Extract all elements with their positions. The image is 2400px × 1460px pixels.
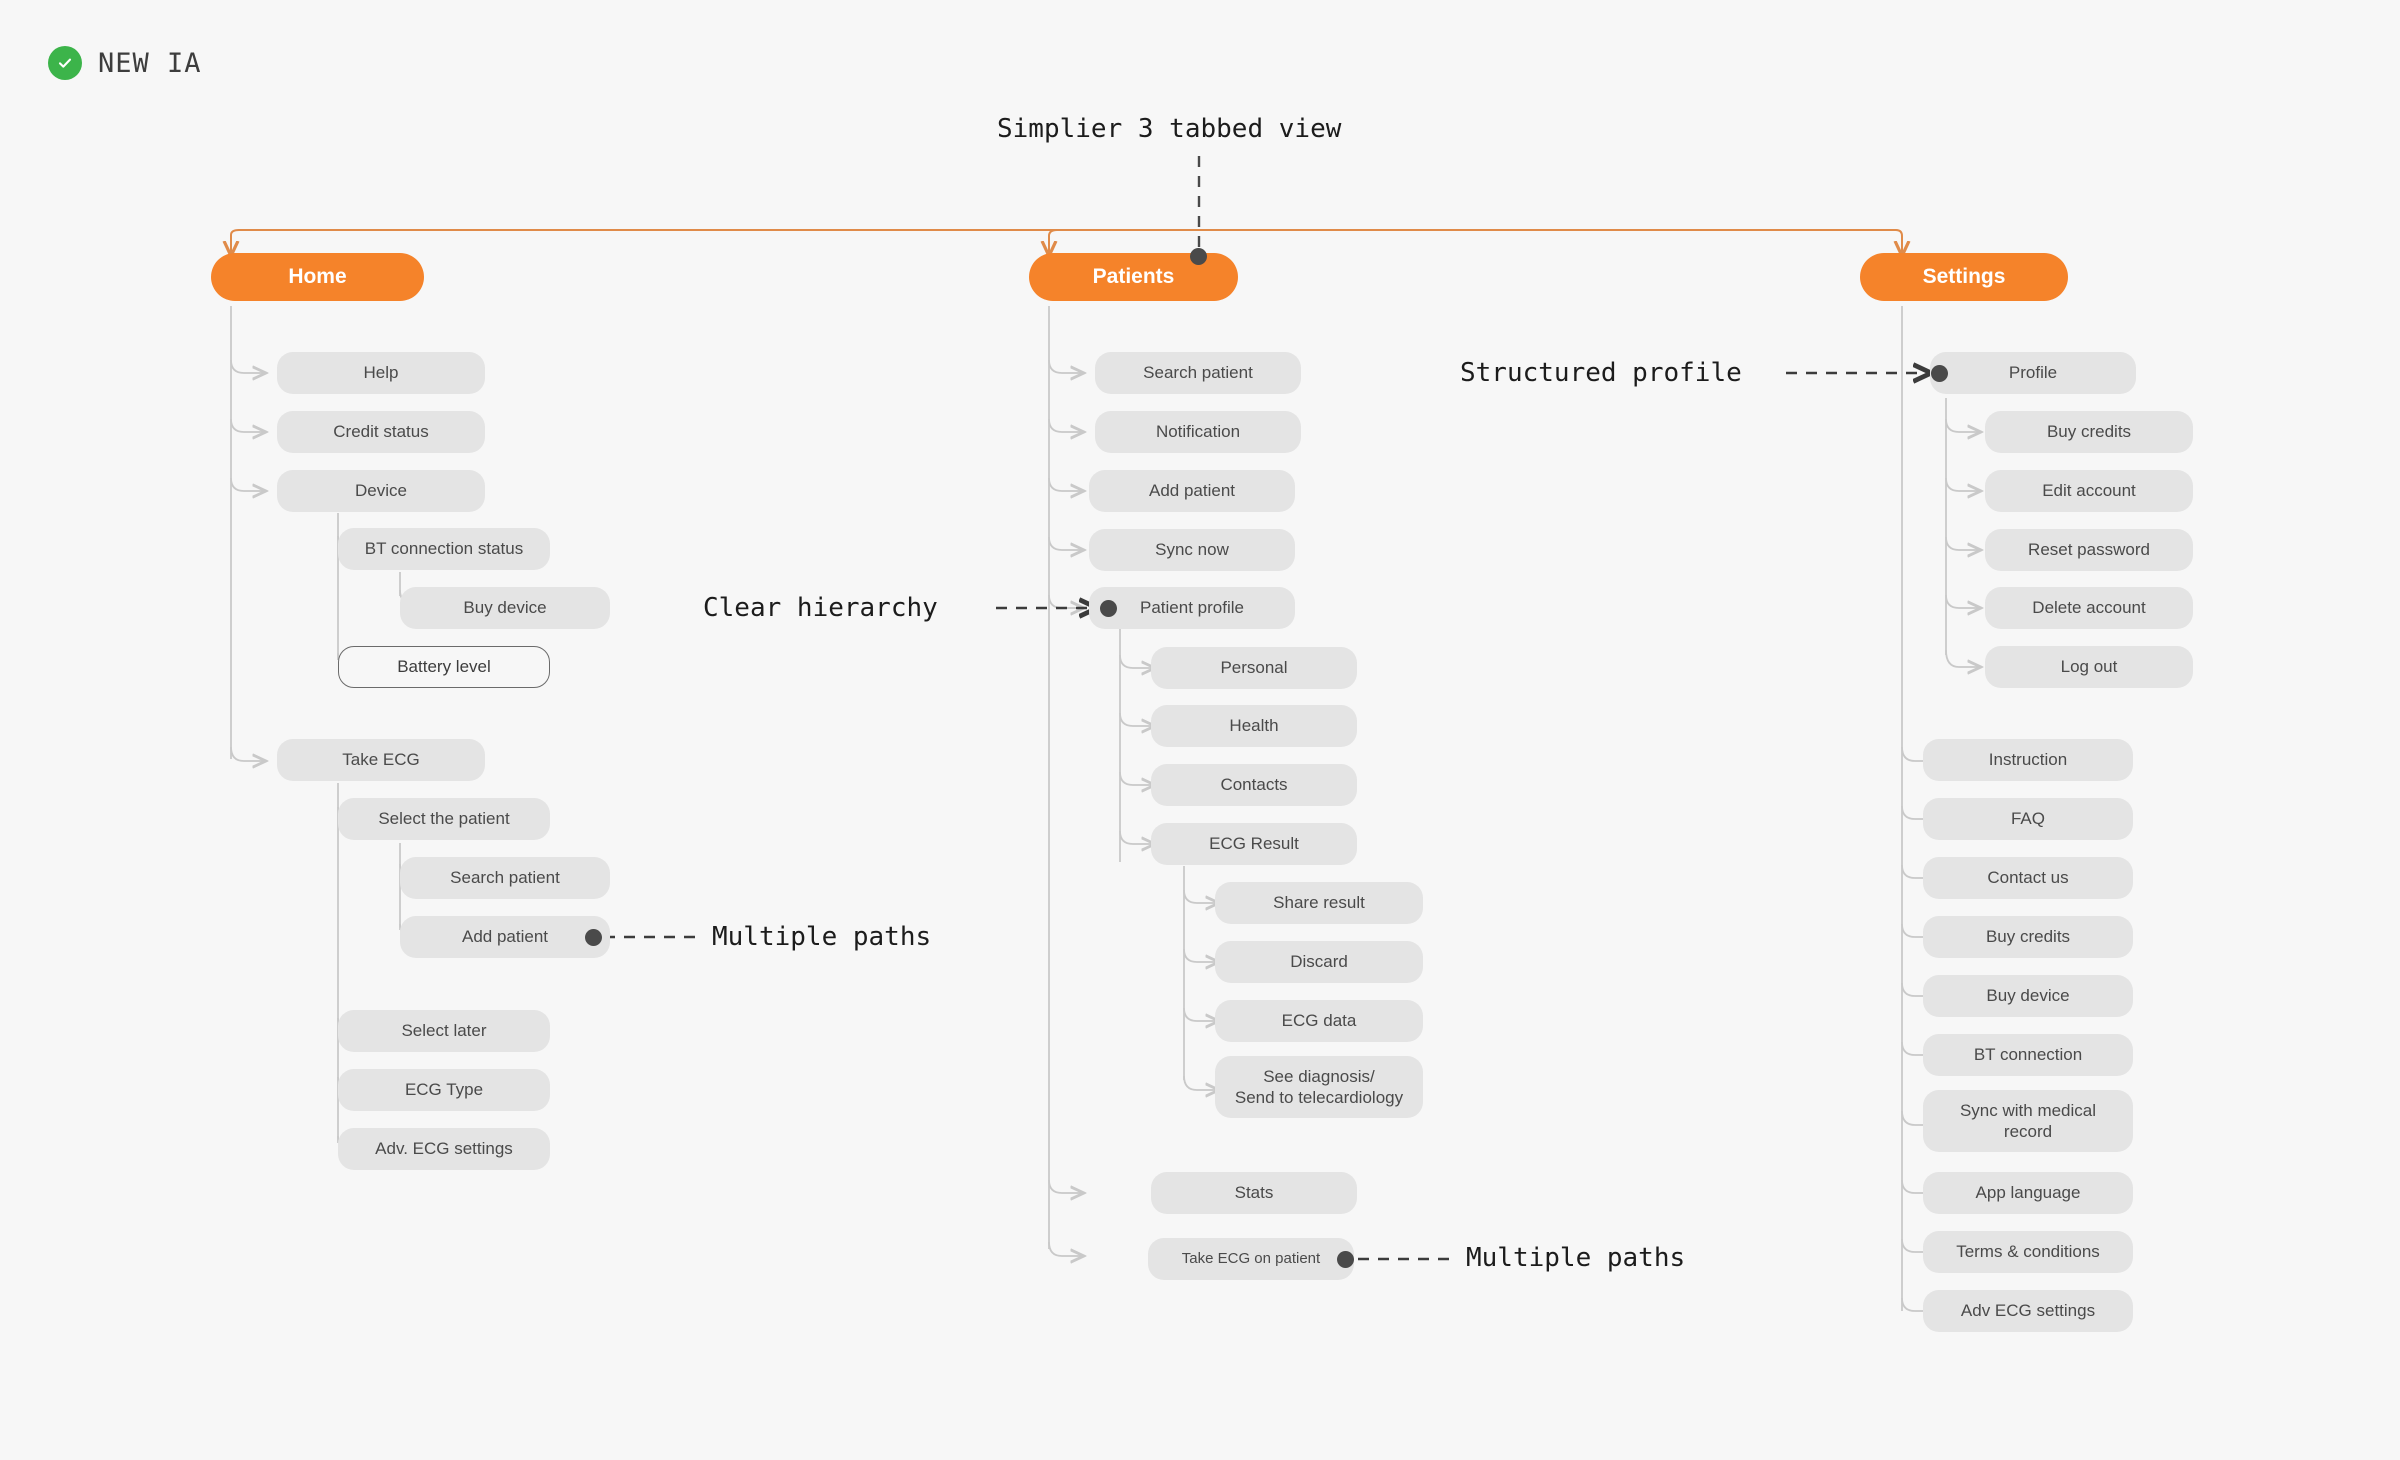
- node-share-result[interactable]: Share result: [1215, 882, 1423, 924]
- node-buy-credits-profile[interactable]: Buy credits: [1985, 411, 2193, 453]
- tab-patients[interactable]: Patients: [1029, 253, 1238, 301]
- node-select-the-patient[interactable]: Select the patient: [338, 798, 550, 840]
- node-help[interactable]: Help: [277, 352, 485, 394]
- node-log-out[interactable]: Log out: [1985, 646, 2193, 688]
- node-edit-account[interactable]: Edit account: [1985, 470, 2193, 512]
- annotation-dot-multiple-paths-add-patient: [585, 929, 602, 946]
- node-contact-us[interactable]: Contact us: [1923, 857, 2133, 899]
- node-terms-conditions[interactable]: Terms & conditions: [1923, 1231, 2133, 1273]
- annotation-dot-tabbed-view: [1190, 248, 1207, 265]
- node-bt-connection-status[interactable]: BT connection status: [338, 528, 550, 570]
- annotation-structured-profile: Structured profile: [1460, 358, 1742, 388]
- annotation-multiple-paths-add-patient: Multiple paths: [712, 922, 932, 952]
- node-delete-account[interactable]: Delete account: [1985, 587, 2193, 629]
- node-buy-device[interactable]: Buy device: [400, 587, 610, 629]
- annotation-dot-clear-hierarchy: [1100, 600, 1117, 617]
- node-sync-with-medical-record[interactable]: Sync with medical record: [1923, 1090, 2133, 1152]
- node-search-patient-home[interactable]: Search patient: [400, 857, 610, 899]
- node-add-patient[interactable]: Add patient: [1089, 470, 1295, 512]
- node-buy-device-settings[interactable]: Buy device: [1923, 975, 2133, 1017]
- node-bt-connection[interactable]: BT connection: [1923, 1034, 2133, 1076]
- node-notification[interactable]: Notification: [1095, 411, 1301, 453]
- node-adv-ecg-settings[interactable]: Adv ECG settings: [1923, 1290, 2133, 1332]
- node-faq[interactable]: FAQ: [1923, 798, 2133, 840]
- node-patient-profile[interactable]: Patient profile: [1089, 587, 1295, 629]
- node-app-language[interactable]: App language: [1923, 1172, 2133, 1214]
- node-profile[interactable]: Profile: [1930, 352, 2136, 394]
- node-contacts[interactable]: Contacts: [1151, 764, 1357, 806]
- node-discard[interactable]: Discard: [1215, 941, 1423, 983]
- tab-settings[interactable]: Settings: [1860, 253, 2068, 301]
- node-sync-now[interactable]: Sync now: [1089, 529, 1295, 571]
- node-see-diagnosis-send-telecardiology[interactable]: See diagnosis/ Send to telecardiology: [1215, 1056, 1423, 1118]
- page-header: NEW IA: [48, 46, 202, 80]
- node-adv-ecg-settings-home[interactable]: Adv. ECG settings: [338, 1128, 550, 1170]
- node-take-ecg-on-patient[interactable]: Take ECG on patient: [1148, 1238, 1354, 1280]
- node-battery-level[interactable]: Battery level: [338, 646, 550, 688]
- check-circle-icon: [48, 46, 82, 80]
- node-select-later[interactable]: Select later: [338, 1010, 550, 1052]
- node-health[interactable]: Health: [1151, 705, 1357, 747]
- annotation-clear-hierarchy: Clear hierarchy: [703, 593, 938, 623]
- node-search-patient[interactable]: Search patient: [1095, 352, 1301, 394]
- node-buy-credits[interactable]: Buy credits: [1923, 916, 2133, 958]
- node-ecg-type[interactable]: ECG Type: [338, 1069, 550, 1111]
- node-reset-password[interactable]: Reset password: [1985, 529, 2193, 571]
- annotation-dot-multiple-paths-take-ecg: [1337, 1251, 1354, 1268]
- node-stats[interactable]: Stats: [1151, 1172, 1357, 1214]
- node-add-patient-home[interactable]: Add patient: [400, 916, 610, 958]
- page-title: NEW IA: [98, 47, 202, 79]
- node-ecg-data[interactable]: ECG data: [1215, 1000, 1423, 1042]
- node-instruction[interactable]: Instruction: [1923, 739, 2133, 781]
- node-take-ecg[interactable]: Take ECG: [277, 739, 485, 781]
- node-device[interactable]: Device: [277, 470, 485, 512]
- tab-home[interactable]: Home: [211, 253, 424, 301]
- annotation-simplier-3-tabbed-view: Simplier 3 tabbed view: [997, 114, 1342, 144]
- annotation-multiple-paths-take-ecg: Multiple paths: [1466, 1243, 1686, 1273]
- annotation-dot-structured-profile: [1931, 365, 1948, 382]
- node-ecg-result[interactable]: ECG Result: [1151, 823, 1357, 865]
- node-personal[interactable]: Personal: [1151, 647, 1357, 689]
- node-credit-status[interactable]: Credit status: [277, 411, 485, 453]
